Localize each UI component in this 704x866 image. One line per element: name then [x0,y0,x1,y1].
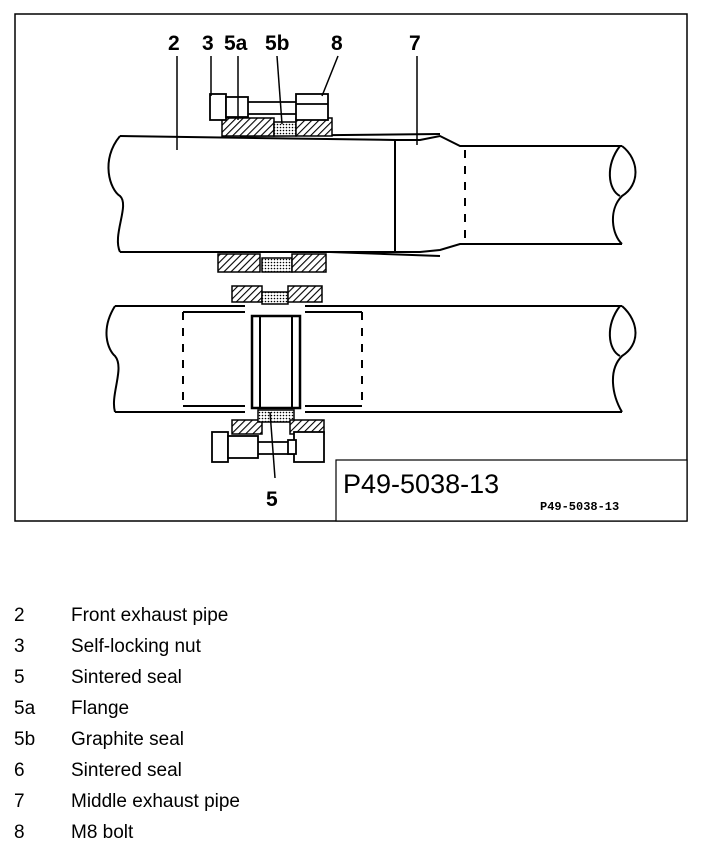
legend-item: 2 Front exhaust pipe [14,600,694,631]
legend-number: 5b [14,729,36,750]
legend-item: 8 M8 bolt [14,817,694,848]
legend-number: 3 [14,636,25,657]
legend-item: 6 Sintered seal [14,755,694,786]
sintered-seal-ring [250,314,302,410]
legend-label: Sintered seal [71,667,182,688]
legend-item: 5b Graphite seal [14,724,694,755]
legend-item: 3 Self-locking nut [14,631,694,662]
legend-label: Graphite seal [71,729,185,750]
legend-item: 5a Flange [14,693,694,724]
exhaust-diagram: 2 3 5a 5b 8 7 5 P49-5038-13 P49-5038-13 [14,13,688,522]
legend-number: 5 [14,667,25,688]
bottom-assembly [105,305,637,413]
legend-label: Sintered seal [71,760,182,781]
legend-label: M8 bolt [71,822,134,843]
callout-5a: 5a [224,32,248,55]
bolt-bottom [211,431,325,463]
legend-number: 8 [14,822,25,843]
legend-item: 7 Middle exhaust pipe [14,786,694,817]
diagram-frame [14,13,688,522]
legend-number: 5a [14,698,36,719]
callout-7: 7 [409,32,421,55]
legend-label: Front exhaust pipe [71,605,229,626]
bolt-top [209,93,329,121]
callout-5: 5 [266,488,278,511]
legend-label: Middle exhaust pipe [71,791,240,812]
legend-label: Self-locking nut [71,636,201,657]
middle-exhaust-pipe-top [395,134,622,147]
figure-code-box [335,459,688,522]
legend: 2 Front exhaust pipe 3 Self-locking nut … [14,600,694,848]
callout-3: 3 [202,32,214,55]
legend-number: 6 [14,760,25,781]
figure-code: P49-5038-13 [343,469,499,499]
legend-number: 7 [14,791,25,812]
legend-label: Flange [71,698,130,719]
legend-number: 2 [14,605,25,626]
legend-item: 5 Sintered seal [14,662,694,693]
flange-top-upper [221,117,275,137]
front-exhaust-pipe-top [119,135,396,253]
leader-lines [176,55,418,479]
figure-code-small: P49-5038-13 [540,500,619,514]
callout-5b: 5b [265,32,290,55]
callout-2: 2 [168,32,180,55]
callout-8: 8 [331,32,343,55]
graphite-seal-top [273,121,297,137]
